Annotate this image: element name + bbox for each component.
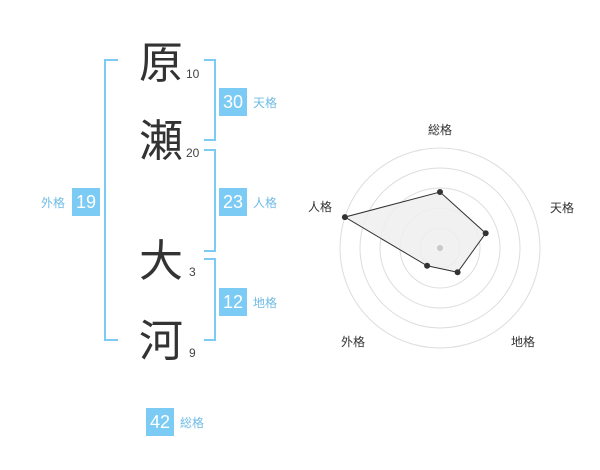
radar-axis-label-tenkaku: 天格 [550, 201, 575, 215]
name-char-2: 瀬 [139, 116, 183, 167]
chikaku-bracket [204, 258, 216, 341]
tenkaku-bracket [204, 59, 216, 141]
radar-point-1 [437, 189, 443, 195]
radar-point-5 [341, 214, 348, 221]
radar-ring-4 [359, 167, 521, 329]
jinkaku-bracket [204, 149, 216, 252]
jinkaku-badge: 23 [219, 188, 247, 216]
jinkaku-label: 人格 [253, 196, 278, 210]
tenkaku-badge: 30 [219, 88, 247, 116]
radar-point-3 [454, 269, 461, 276]
chikaku-badge: 12 [219, 288, 247, 316]
stroke-count-3: 3 [189, 265, 196, 279]
name-char-3: 大 [139, 236, 183, 287]
radar-point-2 [482, 230, 489, 237]
chikaku-label: 地格 [253, 296, 278, 310]
radar-axis-label-gaikaku: 外格 [341, 335, 366, 349]
gaikaku-bracket [104, 59, 118, 341]
radar-axis-label-chikaku: 地格 [511, 335, 536, 349]
radar-ring-3 [379, 187, 501, 309]
name-char-1: 原 [139, 38, 183, 89]
radar-series-polygon [343, 191, 487, 273]
stroke-count-2: 20 [186, 146, 200, 160]
radar-chart [339, 147, 541, 349]
soukaku-badge: 42 [146, 408, 174, 436]
stroke-count-1: 10 [186, 67, 200, 81]
gaikaku-badge: 19 [72, 188, 100, 216]
radar-axis-label-jinkaku: 人格 [308, 200, 333, 214]
gaikaku-label: 外格 [41, 196, 66, 210]
radar-axis-label-soukaku: 総格 [428, 123, 453, 137]
radar-center-dot [437, 245, 443, 251]
stroke-count-4: 9 [189, 346, 196, 360]
name-char-4: 河 [139, 316, 183, 367]
tenkaku-label: 天格 [253, 96, 278, 110]
radar-ring-5 [339, 147, 541, 349]
soukaku-label: 総格 [180, 416, 205, 430]
radar-point-4 [424, 262, 431, 269]
